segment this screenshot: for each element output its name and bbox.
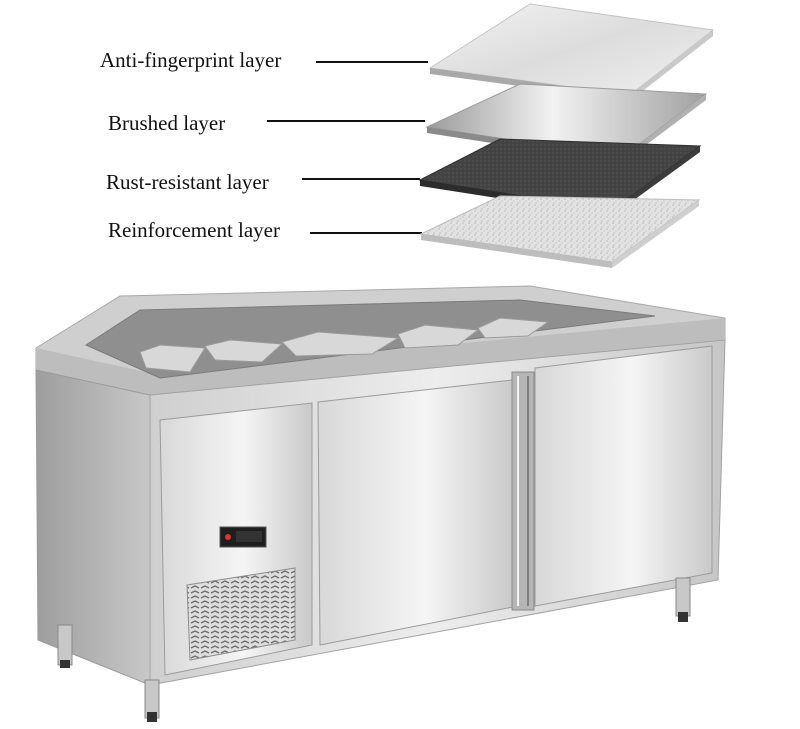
door-handle [511, 371, 535, 611]
vent-grille-icon [186, 567, 296, 661]
leader-anti-fingerprint [316, 61, 428, 63]
door-left [317, 379, 514, 646]
layer-anti-fingerprint-plate [428, 3, 715, 101]
gastronorm-pans [139, 317, 550, 373]
label-reinforcement: Reinforcement layer [108, 218, 280, 242]
leader-rust-resistant [302, 178, 420, 180]
layer-reinforcement-plate [419, 195, 701, 268]
door-right [534, 345, 713, 607]
leader-brushed [267, 120, 425, 122]
label-anti-fingerprint: Anti-fingerprint layer [100, 48, 282, 72]
leader-reinforcement [310, 232, 422, 234]
label-brushed: Brushed layer [108, 111, 226, 135]
legs [57, 577, 691, 722]
label-rust-resistant: Rust-resistant layer [106, 170, 269, 194]
refrigerated-counter [35, 285, 726, 722]
